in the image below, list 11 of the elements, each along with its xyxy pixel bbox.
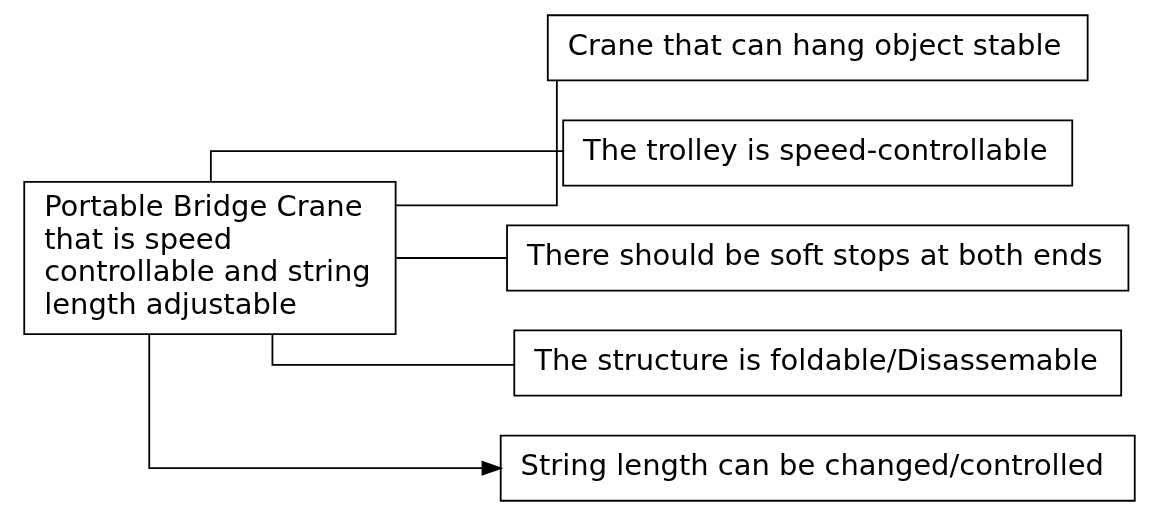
connector bbox=[209, 150, 564, 183]
node-box: The trolley is speed-controllable bbox=[562, 119, 1074, 187]
node-box: String length can be changed/controlled bbox=[499, 434, 1136, 502]
connector bbox=[395, 257, 508, 259]
node-box: The structure is foldable/Disassemable bbox=[513, 329, 1123, 397]
arrow bbox=[148, 333, 504, 476]
node-box: Crane that can hang object stable bbox=[546, 14, 1089, 82]
node-box: There should be soft stops at both ends bbox=[506, 224, 1130, 292]
connector bbox=[271, 333, 515, 366]
node-box: Portable Bridge Crane that is speed controllable and string length adjustable bbox=[23, 181, 397, 335]
connector bbox=[395, 79, 558, 207]
